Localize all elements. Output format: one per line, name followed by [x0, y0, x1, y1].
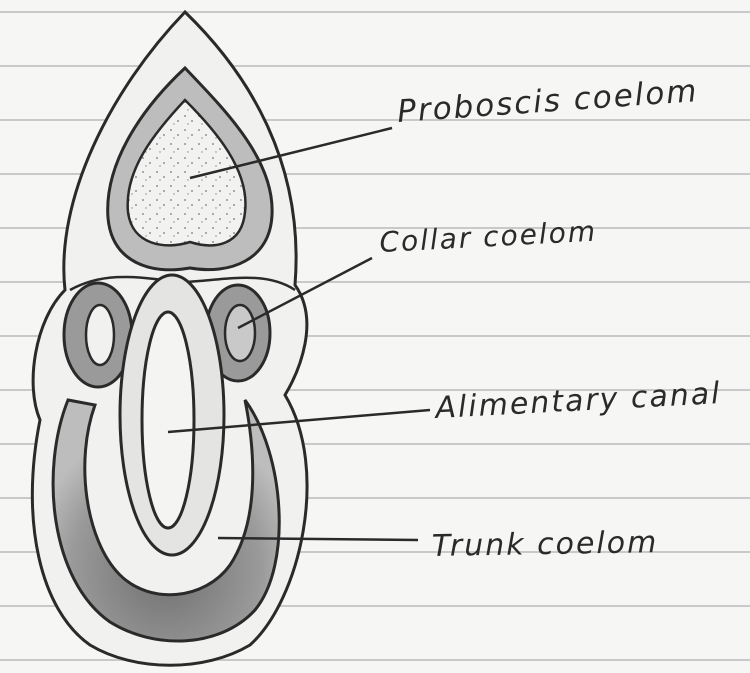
- label-trunk-coelom: Trunk coelom: [432, 525, 659, 564]
- label-proboscis-coelom: Proboscis coelom: [396, 73, 700, 130]
- label-collar-coelom: Collar coelom: [379, 215, 598, 259]
- alimentary-canal-lumen: [142, 312, 194, 528]
- label-alimentary-canal: Alimentary canal: [433, 376, 723, 426]
